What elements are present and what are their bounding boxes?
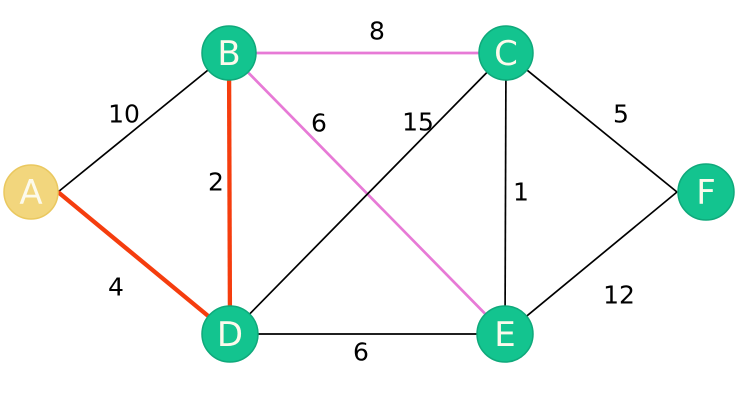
edge-D-E: 6	[230, 333, 505, 367]
node-label-B: B	[217, 34, 240, 74]
edge-A-B: 10	[57, 52, 230, 193]
edge-weight-E-F: 12	[603, 281, 635, 310]
node-label-F: F	[696, 173, 716, 213]
node-C: C	[478, 25, 534, 81]
node-circle-E	[476, 305, 534, 363]
edge-line-C-F	[505, 52, 678, 193]
edge-weight-B-E: 6	[311, 109, 327, 138]
node-circle-D	[201, 305, 259, 363]
edge-A-D: 4	[56, 190, 232, 336]
node-label-D: D	[217, 315, 243, 355]
node-label-A: A	[19, 173, 42, 213]
edge-line-B-D	[226, 52, 233, 335]
edge-weight-B-C: 8	[369, 17, 385, 46]
edge-line-C-E	[504, 52, 507, 335]
node-label-E: E	[494, 315, 515, 355]
edge-B-D: 2	[208, 52, 233, 335]
node-B: B	[201, 25, 257, 81]
edge-C-F: 5	[505, 52, 678, 193]
edge-weight-C-E: 1	[513, 178, 529, 207]
edge-line-A-D	[56, 190, 232, 336]
edge-weight-A-D: 4	[108, 273, 124, 302]
node-circle-A	[3, 164, 59, 220]
node-circle-C	[478, 25, 534, 81]
node-circle-B	[201, 25, 257, 81]
edge-weight-B-D: 2	[208, 168, 224, 197]
node-circle-F	[677, 163, 735, 221]
edge-weight-D-E: 6	[353, 338, 369, 367]
edge-weight-A-B: 10	[108, 100, 140, 129]
edge-line-C-D	[229, 52, 507, 335]
edge-B-C: 8	[229, 17, 506, 55]
edge-line-A-B	[57, 52, 230, 193]
edge-E-F: 12	[504, 191, 678, 335]
node-F: F	[677, 163, 735, 221]
node-label-C: C	[494, 34, 518, 74]
node-A: A	[3, 164, 59, 220]
edge-weight-C-F: 5	[613, 100, 629, 129]
edge-C-E: 1	[504, 52, 529, 335]
edge-weight-C-D: 15	[402, 108, 434, 137]
edge-C-D: 15	[229, 52, 507, 335]
edge-line-E-F	[504, 191, 678, 335]
node-E: E	[476, 305, 534, 363]
node-D: D	[201, 305, 259, 363]
